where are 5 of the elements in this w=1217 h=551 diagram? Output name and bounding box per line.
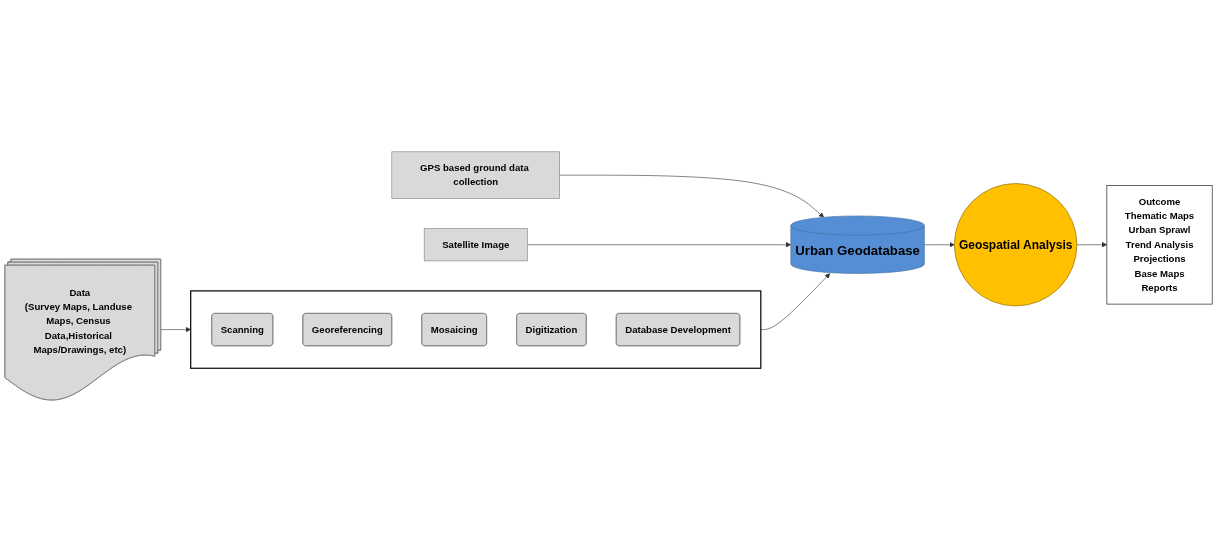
node-box: Satellite Image: [423, 227, 528, 261]
cluster: [190, 289, 762, 369]
node-box: Outcome Thematic Maps Urban Sprawl Trend Analysis Projections Base Maps Reports: [1106, 184, 1213, 304]
node-box: GPS based ground data collection: [391, 151, 560, 199]
node-circle: Geospatial Analysis: [954, 182, 1078, 306]
